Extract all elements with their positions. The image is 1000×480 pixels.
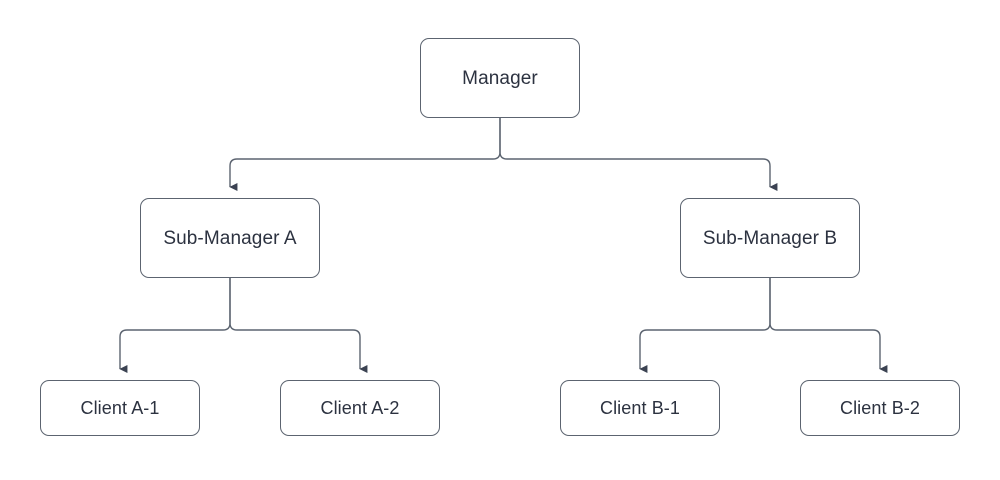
edge-sub-manager-a-to-client-a-1 xyxy=(119,278,231,374)
node-sub-manager-a-label: Sub-Manager A xyxy=(163,227,297,249)
node-client-b-1[interactable]: Client B-1 xyxy=(560,380,720,436)
edge-manager-to-sub-manager-b xyxy=(499,118,778,192)
node-sub-manager-b[interactable]: Sub-Manager B xyxy=(680,198,860,278)
node-client-a-1-label: Client A-1 xyxy=(80,398,160,418)
node-client-a-1[interactable]: Client A-1 xyxy=(40,380,200,436)
edge-sub-manager-b-to-client-b-2 xyxy=(769,278,888,374)
node-client-b-1-label: Client B-1 xyxy=(599,398,681,418)
edge-sub-manager-a-to-client-a-2 xyxy=(229,278,368,374)
node-client-b-2-label: Client B-2 xyxy=(839,398,921,418)
edge-sub-manager-b-to-client-b-1 xyxy=(639,278,771,374)
node-client-b-2[interactable]: Client B-2 xyxy=(800,380,960,436)
node-manager[interactable]: Manager xyxy=(420,38,580,118)
node-sub-manager-b-label: Sub-Manager B xyxy=(702,227,838,249)
node-manager-label: Manager xyxy=(462,67,538,89)
node-sub-manager-a[interactable]: Sub-Manager A xyxy=(140,198,320,278)
node-client-a-2[interactable]: Client A-2 xyxy=(280,380,440,436)
edge-manager-to-sub-manager-a xyxy=(229,118,501,192)
node-client-a-2-label: Client A-2 xyxy=(320,398,400,418)
